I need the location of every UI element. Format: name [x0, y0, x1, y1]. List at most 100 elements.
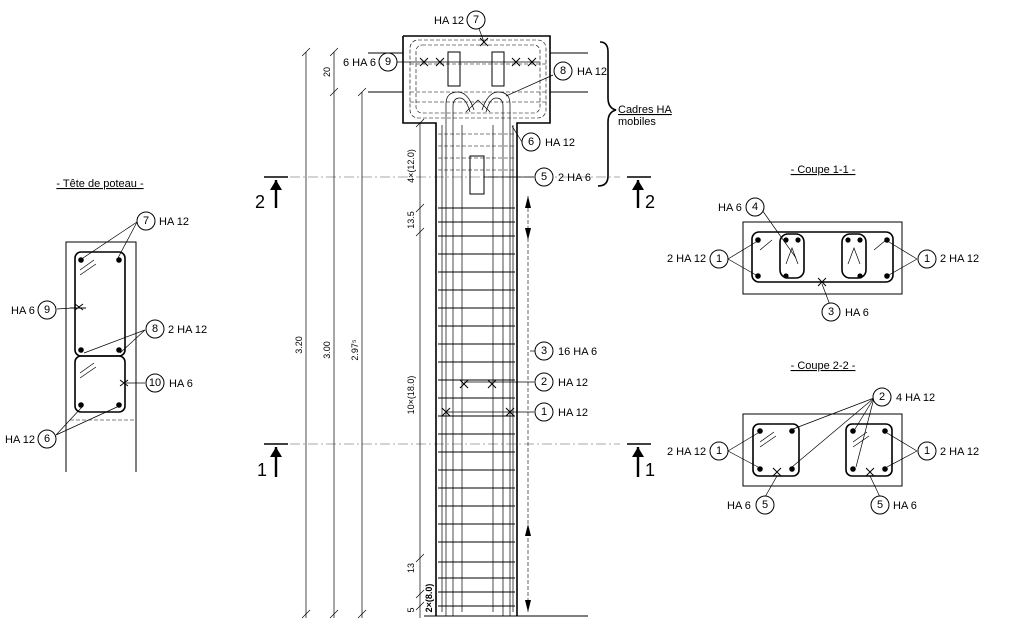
svg-text:2: 2	[255, 192, 265, 212]
coupe22-bars	[757, 428, 888, 472]
svg-text:10: 10	[149, 377, 161, 389]
svg-text:1: 1	[924, 253, 930, 265]
svg-text:HA 6: HA 6	[718, 202, 742, 214]
tete-title: - Tête de poteau -	[56, 178, 144, 190]
svg-text:HA 6: HA 6	[11, 305, 35, 317]
svg-text:1: 1	[257, 460, 267, 480]
svg-text:2 HA 12: 2 HA 12	[667, 446, 706, 458]
dim-20: 20	[322, 67, 332, 77]
head-stirrup-inner	[415, 44, 541, 114]
dim-297: 2.97⁵	[350, 339, 360, 361]
svg-text:HA 12: HA 12	[545, 137, 575, 149]
svg-text:5: 5	[877, 499, 883, 511]
tete-hook-mid	[79, 362, 97, 379]
svg-text:5: 5	[541, 171, 547, 183]
tete-cross-9	[70, 303, 86, 311]
c11-callout-4: 4 HA 6	[718, 197, 765, 217]
svg-text:1: 1	[541, 406, 547, 418]
svg-text:7: 7	[143, 215, 149, 227]
head-block-right	[491, 51, 505, 87]
tete-callout-8: 8 2 HA 12	[145, 319, 207, 339]
cadres-label-2: mobiles	[618, 116, 656, 128]
c11-callout-1-right: 1 2 HA 12	[917, 249, 979, 269]
svg-text:9: 9	[44, 304, 50, 316]
svg-text:16 HA 6: 16 HA 6	[558, 346, 597, 358]
elev-callout-7: 7 HA 12	[434, 10, 486, 30]
mid-block	[469, 155, 485, 195]
elev-callout-2: 2 HA 12	[534, 372, 588, 392]
c22-callout-5-left: 5 HA 6	[727, 495, 775, 515]
svg-text:HA 12: HA 12	[5, 434, 35, 446]
dim-300: 3.00	[322, 341, 332, 359]
svg-text:3: 3	[828, 306, 834, 318]
dimension-lines-left: 3.20 20 3.00 2.97⁵ 4×(12.0) 13.5 10×(18.…	[294, 47, 434, 619]
head-crosses	[419, 37, 537, 417]
column-stirrups	[438, 133, 515, 607]
coupe11-u-right	[841, 233, 867, 279]
svg-text:1: 1	[924, 445, 930, 457]
tete-cross-10	[119, 379, 129, 387]
coupe11-bars	[755, 237, 890, 279]
elev-callout-8: 8 HA 12	[553, 61, 607, 81]
coupe22-stirrup-left	[752, 423, 800, 477]
svg-text:2: 2	[879, 391, 885, 403]
tete-callout-10: 10 HA 6	[145, 373, 193, 393]
coupe11-stirrup	[751, 231, 894, 283]
coupe11-outline	[742, 221, 903, 295]
dim-10x18: 10×(18.0)	[406, 376, 416, 415]
u-bar-right	[481, 91, 511, 616]
tete-bars	[78, 257, 122, 408]
section-1-left-marker: 1	[257, 443, 288, 480]
svg-text:2: 2	[645, 192, 655, 212]
tete-callout-9: 9 HA 6	[11, 300, 57, 320]
dim-4x12: 4×(12.0)	[406, 149, 416, 183]
svg-text:HA 6: HA 6	[845, 307, 869, 319]
u-bar-left	[445, 91, 475, 616]
section-2-right-marker: 2	[627, 176, 655, 212]
svg-text:2 HA 12: 2 HA 12	[940, 446, 979, 458]
tete-leader-9	[56, 307, 73, 310]
svg-text:2 HA 12: 2 HA 12	[667, 253, 706, 265]
coupe22-title: - Coupe 2-2 -	[791, 360, 856, 372]
svg-text:HA 6: HA 6	[893, 500, 917, 512]
svg-text:2: 2	[541, 376, 547, 388]
elev-callout-1: 1 HA 12	[534, 402, 588, 422]
elev-callout-6: 6 HA 12	[521, 132, 575, 152]
section-2-left-marker: 2	[255, 176, 288, 212]
svg-text:8: 8	[560, 65, 566, 77]
svg-text:3: 3	[541, 345, 547, 357]
svg-text:7: 7	[473, 14, 479, 26]
coupe22-stirrup-right	[845, 423, 893, 477]
cadres-brace	[597, 41, 617, 187]
svg-text:2 HA 12: 2 HA 12	[940, 253, 979, 265]
tete-de-poteau-detail: - Tête de poteau - 7 HA 12	[5, 178, 207, 472]
svg-text:HA 12: HA 12	[558, 407, 588, 419]
c11-callout-3: 3 HA 6	[821, 302, 869, 322]
column-head-outline	[402, 35, 551, 616]
dim-135: 13.5	[406, 211, 416, 229]
elev-callout-9: 9 6 HA 6	[343, 52, 398, 72]
svg-text:9: 9	[385, 56, 391, 68]
coupe11-title: - Coupe 1-1 -	[791, 164, 856, 176]
tete-column-outline	[65, 241, 137, 472]
c22-callout-1-right: 1 2 HA 12	[917, 441, 979, 461]
tete-leader-8	[83, 329, 146, 354]
head-stirrup-outer	[409, 39, 547, 119]
svg-text:2 HA 6: 2 HA 6	[558, 172, 591, 184]
svg-text:2 HA 12: 2 HA 12	[168, 324, 207, 336]
dim-5: 5	[406, 607, 416, 612]
tete-leader-7	[82, 221, 138, 259]
cadres-label-1: Cadres HA	[618, 104, 672, 116]
dim-13: 13	[406, 563, 416, 573]
dim-320: 3.20	[294, 336, 304, 354]
svg-text:5: 5	[762, 499, 768, 511]
tete-callout-6: 6 HA 12	[5, 429, 57, 449]
coupe11-u-left	[779, 233, 805, 279]
svg-text:HA 12: HA 12	[577, 66, 607, 78]
c22-callout-5-right: 5 HA 6	[870, 495, 917, 515]
section-1-right-marker: 1	[627, 443, 655, 480]
c22-callout-1-left: 1 2 HA 12	[667, 441, 729, 461]
svg-text:HA 12: HA 12	[558, 377, 588, 389]
tete-leader-6	[55, 406, 118, 436]
svg-text:6: 6	[44, 433, 50, 445]
